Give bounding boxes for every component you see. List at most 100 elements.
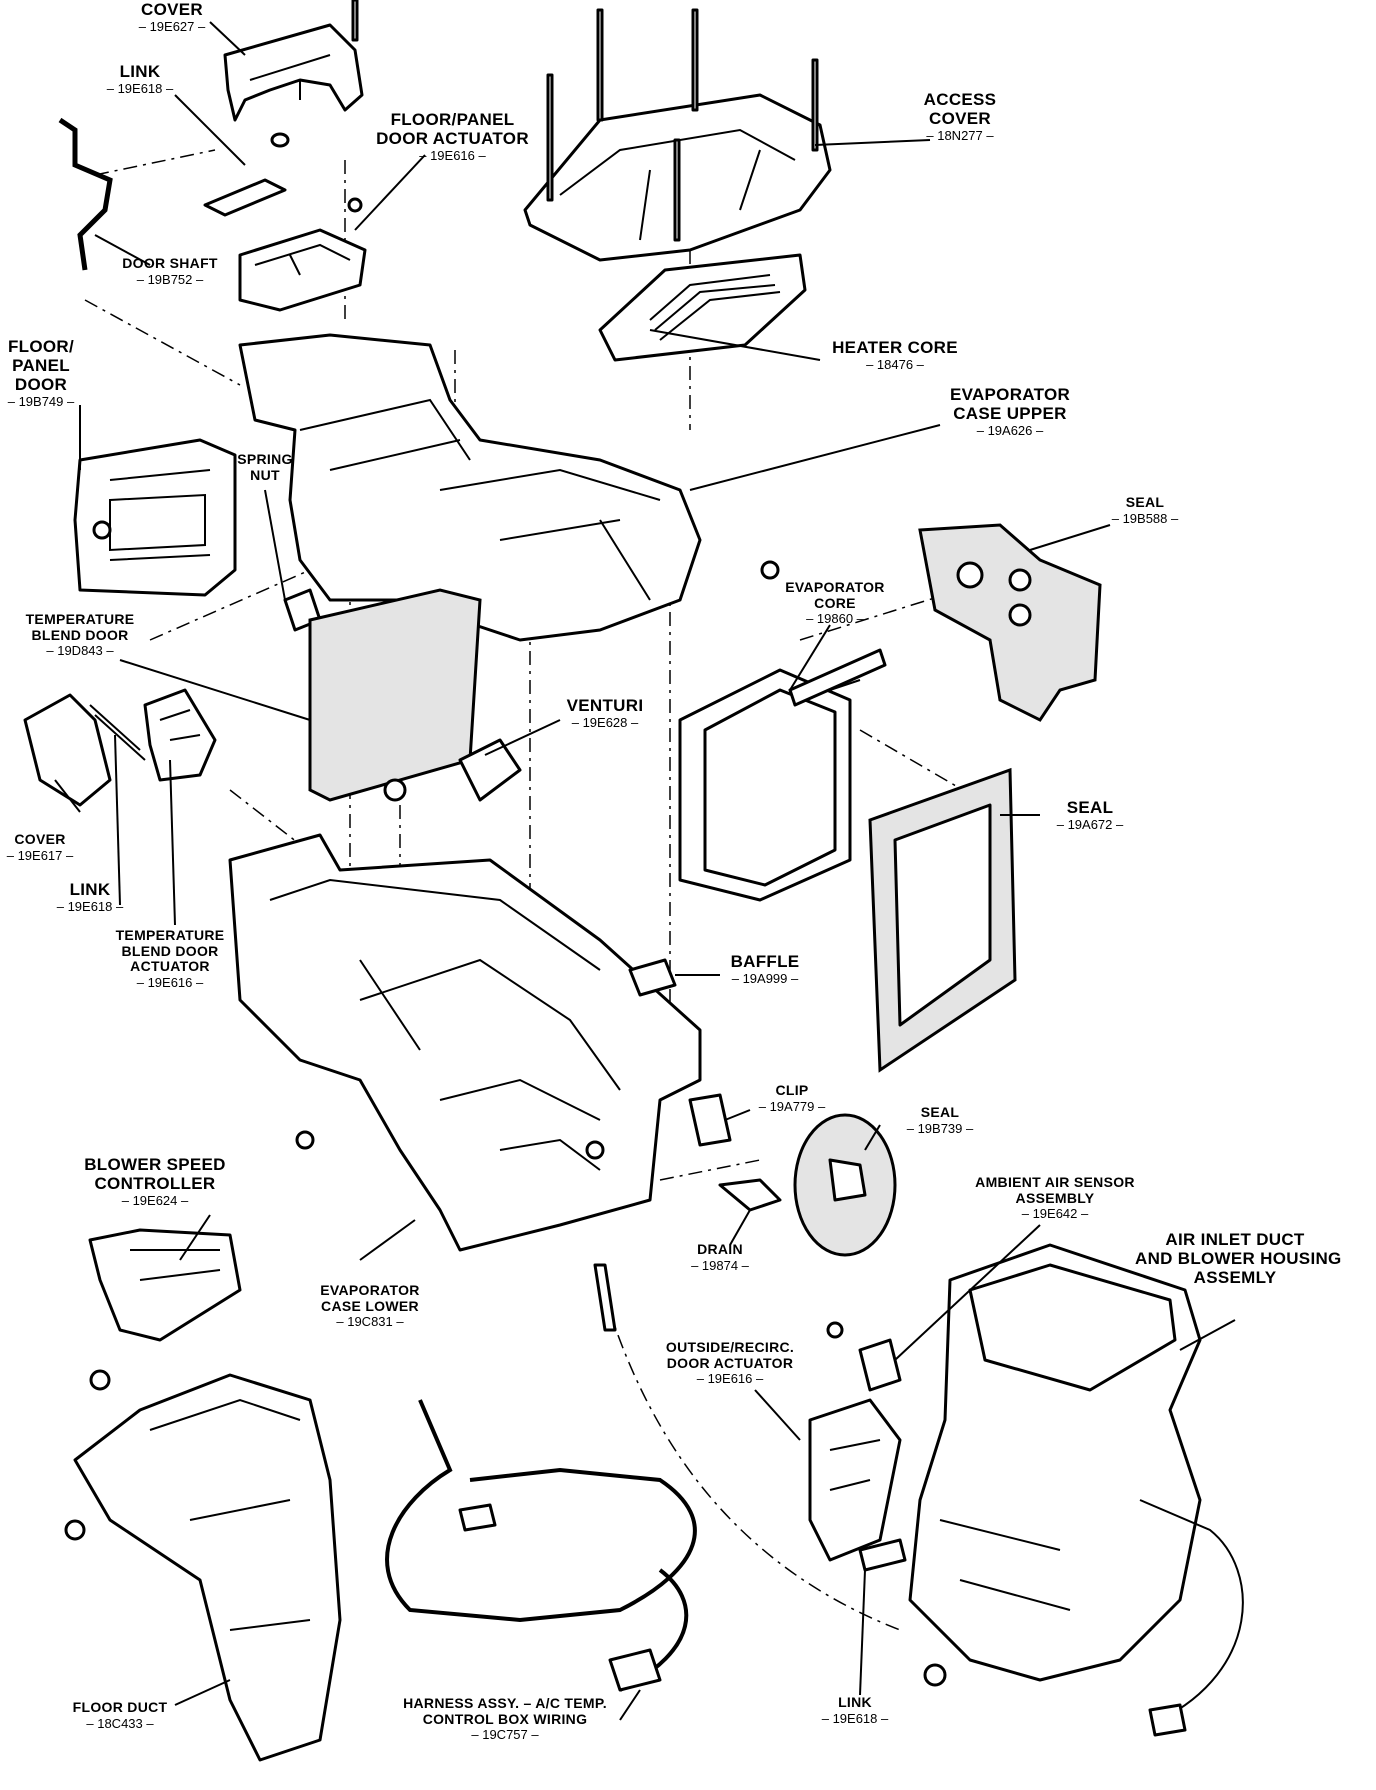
label-part-number: – 19B752 – — [136, 271, 204, 287]
ambient-sensor-part — [858, 1338, 902, 1392]
label-part-number: – 19E628 – — [571, 715, 639, 731]
floor-panel-actuator-part — [238, 197, 367, 312]
label-name-line1: OUTSIDE/RECIRC. — [665, 1339, 795, 1355]
outside-recirc-actuator-part — [808, 1398, 902, 1562]
evaporator-core-part — [678, 648, 887, 902]
label-blower-speed-controller: BLOWER SPEED CONTROLLER – 19E624 – — [70, 1155, 240, 1209]
label-name-line2: NUT — [250, 466, 280, 483]
label-name-line3: ACTUATOR — [130, 958, 210, 975]
heater-core-18476-part — [598, 253, 807, 362]
label-part-number: – 19C757 – — [471, 1727, 539, 1743]
label-baffle: BAFFLE – 19A999 – — [715, 952, 815, 987]
label-name-line2: BLEND DOOR — [121, 942, 219, 959]
leader-lines — [54, 21, 1236, 1721]
label-part-number: – 19A626 – — [976, 423, 1044, 439]
label-floor-panel-actuator: FLOOR/PANEL DOOR ACTUATOR – 19E616 – — [365, 110, 540, 164]
seal-19b739-part — [793, 1113, 897, 1257]
label-name: VENTURI — [566, 696, 644, 715]
label-part-number: – 18476 – — [866, 357, 924, 373]
label-part-number: – 19A672 – — [1056, 817, 1124, 833]
label-name-line2: COVER — [929, 109, 991, 129]
label-name-line2: ASSEMBLY — [1015, 1189, 1095, 1206]
label-name-line3: DOOR — [14, 375, 68, 395]
label-cover-19e617: COVER – 19E617 – — [0, 831, 80, 863]
label-part-number: – 19860 – — [806, 611, 864, 627]
label-name-line3: ASSEMLY — [1193, 1268, 1277, 1288]
air-inlet-duct-part — [908, 1243, 1244, 1737]
seal-19b588-part — [918, 523, 1102, 722]
access-cover-18n277-part — [523, 8, 832, 262]
fasteners — [64, 560, 844, 1541]
label-name: SEAL — [1066, 798, 1114, 817]
label-clip: CLIP – 19A779 – — [752, 1082, 832, 1114]
label-spring-nut: SPRING NUT — [225, 451, 305, 483]
harness-part — [385, 1399, 697, 1692]
label-evap-case-upper: EVAPORATOR CASE UPPER – 19A626 – — [940, 385, 1080, 439]
drain-part — [718, 1178, 782, 1212]
clip-part — [688, 1093, 732, 1147]
label-part-number: – 19B739 – — [906, 1120, 974, 1136]
label-part-number: – 19E617 – — [6, 847, 74, 863]
label-name: CLIP — [775, 1082, 809, 1098]
left-actuator-group-part — [23, 688, 217, 807]
label-name-line2: AND BLOWER HOUSING — [1135, 1249, 1342, 1269]
label-part-number: – 19E616 – — [696, 1371, 764, 1387]
label-name-line1: TEMPERATURE — [115, 927, 225, 943]
door-shaft-19b752-part — [58, 117, 113, 271]
label-link-top: LINK – 19E618 – — [90, 62, 190, 97]
label-part-number: – 19E616 – — [419, 148, 486, 164]
label-name-line1: FLOOR/PANEL — [390, 110, 515, 129]
label-part-number: – 18N277 – — [926, 128, 994, 144]
label-part-number: – 19E627 – — [138, 19, 206, 35]
venturi-part — [383, 738, 522, 802]
label-evaporator-core: EVAPORATOR CORE – 19860 – — [775, 579, 895, 627]
link-19e618-bottom-part — [858, 1538, 947, 1687]
label-part-number: – 19E618 – — [821, 1710, 889, 1726]
link-19e618-top-part — [203, 132, 290, 217]
label-cover-19e627: COVER – 19E627 – — [112, 0, 232, 35]
label-part-number: – 19A779 – — [758, 1098, 826, 1114]
label-name-line2: DOOR ACTUATOR — [666, 1354, 794, 1371]
label-name-line2: BLEND DOOR — [31, 626, 129, 643]
label-name: DOOR SHAFT — [122, 255, 218, 271]
label-temp-blend-door: TEMPERATURE BLEND DOOR – 19D843 – — [10, 611, 150, 659]
label-part-number: – 19D843 – — [46, 643, 114, 659]
label-name: BAFFLE — [730, 952, 800, 971]
evaporator-case-upper-part — [238, 333, 702, 642]
label-link-bottom: LINK – 19E618 – — [815, 1694, 895, 1726]
label-access-cover: ACCESS COVER – 18N277 – — [905, 90, 1015, 144]
label-venturi: VENTURI – 19E628 – — [555, 696, 655, 731]
label-part-number: – 19E618 – — [56, 899, 124, 915]
label-name-line1: SPRING — [237, 451, 293, 467]
label-temp-blend-actuator: TEMPERATURE BLEND DOOR ACTUATOR – 19E616… — [100, 927, 240, 991]
label-outside-recirc-actuator: OUTSIDE/RECIRC. DOOR ACTUATOR – 19E616 – — [655, 1339, 805, 1387]
label-name-line2: CORE — [814, 594, 856, 611]
label-name-line2: CASE LOWER — [321, 1297, 419, 1314]
label-name-line2: CONTROL BOX WIRING — [422, 1710, 588, 1727]
evaporator-case-lower-part — [228, 833, 702, 1252]
label-heater-core: HEATER CORE – 18476 – — [820, 338, 970, 373]
label-name-line1: EVAPORATOR — [949, 385, 1071, 404]
label-name-line1: HARNESS ASSY. – A/C TEMP. — [403, 1695, 607, 1711]
label-name-line2: DOOR ACTUATOR — [376, 129, 529, 149]
label-name: SEAL — [920, 1104, 960, 1120]
blower-speed-controller-part — [88, 1228, 242, 1342]
label-name-line1: TEMPERATURE — [25, 611, 135, 627]
label-name: DRAIN — [697, 1241, 743, 1257]
label-part-number: – 19B749 – — [7, 394, 75, 410]
label-name-line1: EVAPORATOR — [785, 579, 885, 595]
label-part-number: – 19B588 – — [1111, 510, 1179, 526]
cover-19e627-part — [223, 0, 364, 122]
label-name-line1: FLOOR/ — [7, 337, 74, 356]
label-floor-duct: FLOOR DUCT – 18C433 – — [55, 1699, 185, 1731]
label-seal-19a672: SEAL – 19A672 – — [1040, 798, 1140, 833]
label-part-number: – 19C831 – — [336, 1314, 404, 1330]
label-name-line1: AMBIENT AIR SENSOR — [975, 1174, 1135, 1190]
label-name: LINK — [119, 62, 161, 81]
label-name: SEAL — [1125, 494, 1165, 510]
label-part-number: – 18C433 – — [86, 1715, 154, 1731]
label-evap-case-lower: EVAPORATOR CASE LOWER – 19C831 – — [305, 1282, 435, 1330]
label-seal-19b739: SEAL – 19B739 – — [895, 1104, 985, 1136]
label-name-line1: ACCESS — [923, 90, 997, 109]
